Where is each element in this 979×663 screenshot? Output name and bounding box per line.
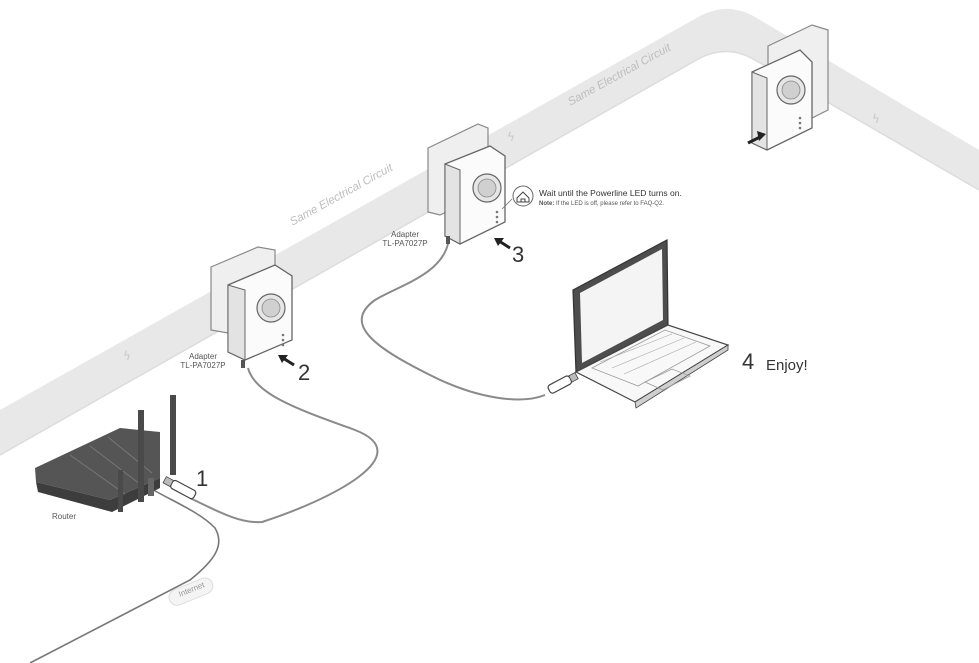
step-3-number: 3 <box>512 242 525 267</box>
arrow-head <box>278 355 288 363</box>
electrical-circuit-band-edge <box>0 50 979 456</box>
arrow-head <box>757 131 766 141</box>
internet-tag <box>168 577 214 606</box>
router <box>35 395 176 512</box>
router-to-adapter-cable <box>189 367 379 524</box>
home-icon-circle <box>512 185 534 207</box>
adapter-model: TL-PA7027P <box>382 239 428 248</box>
enjoy-text: Enjoy! <box>766 357 808 374</box>
wait-text: Wait until the Powerline LED turns on. <box>539 188 682 198</box>
adapter-1-label: Adapter TL-PA7027P <box>178 352 228 370</box>
lightning-icon: ϟ <box>123 349 131 363</box>
powerline-adapter-3 <box>751 24 829 151</box>
router-label: Router <box>52 512 77 521</box>
powerline-adapter-1 <box>210 246 293 368</box>
lightning-icon: ϟ <box>872 112 880 126</box>
note-body: If the LED is off, please refer to FAQ-Q… <box>556 201 664 207</box>
adapter-model: TL-PA7027P <box>180 361 226 370</box>
internet-cable <box>29 487 220 663</box>
lightning-icon: ϟ <box>507 130 515 144</box>
adapter-2-label: Adapter TL-PA7027P <box>380 230 430 248</box>
laptop-ethernet-plug <box>547 372 579 394</box>
adapter-label: Adapter <box>390 230 420 239</box>
adapter-to-laptop-cable <box>360 243 546 401</box>
ethernet-plug <box>162 476 197 500</box>
home-icon <box>516 191 530 203</box>
powerline-adapter-2 <box>427 123 506 245</box>
note-label: Note: <box>539 201 555 207</box>
step-2-number: 2 <box>298 360 311 385</box>
step-4-number: 4 <box>742 349 755 374</box>
callout-line <box>501 198 513 210</box>
step-1-number: 1 <box>196 466 209 491</box>
electrical-circuit-band <box>0 8 979 456</box>
adapter-label: Adapter <box>188 352 218 361</box>
note-text: Note: If the LED is off, please refer to… <box>539 201 664 207</box>
arrow-head <box>494 238 504 246</box>
laptop <box>572 239 730 409</box>
arrow-icon <box>747 135 761 145</box>
